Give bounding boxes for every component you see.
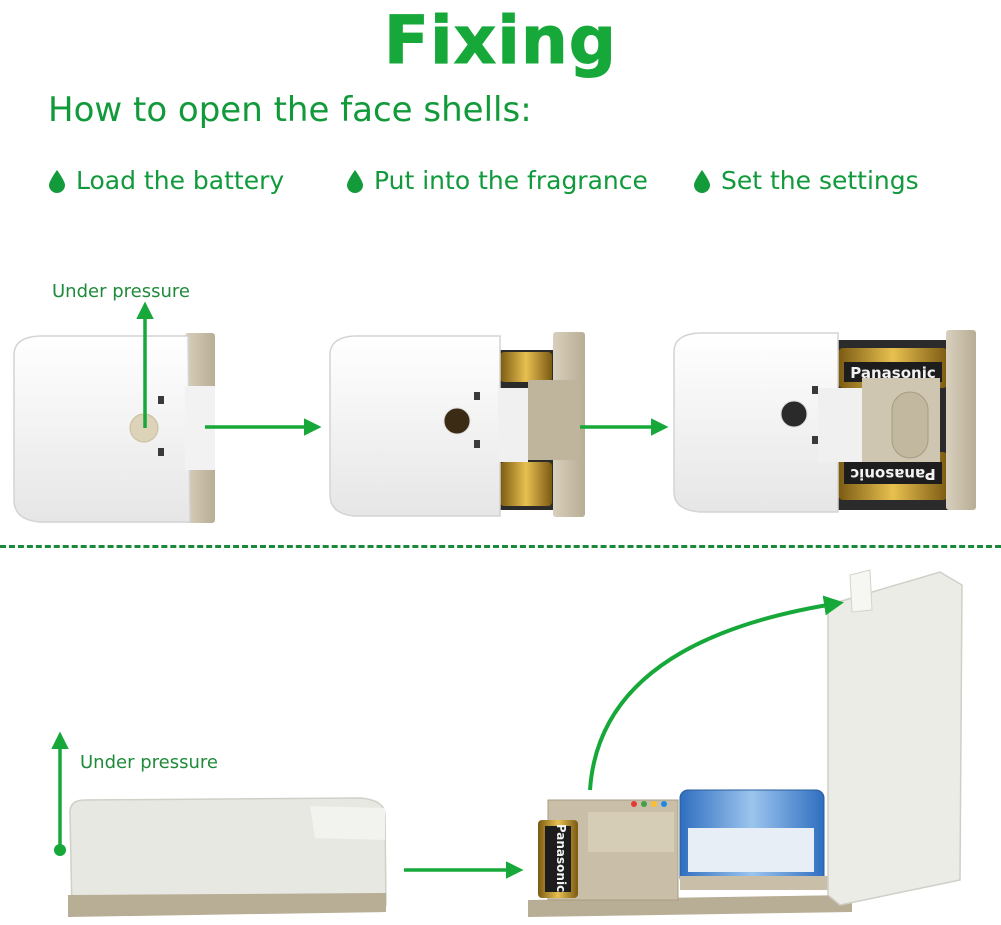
device-clip xyxy=(498,388,528,462)
device-slot xyxy=(158,448,164,456)
device-latch xyxy=(528,380,580,460)
device-hinge xyxy=(849,569,873,613)
battery-label-band xyxy=(545,826,571,892)
device-open: Panasonic Panasonic ALKALINE xyxy=(673,330,976,513)
step-label: Put into the fragrance xyxy=(374,166,648,195)
battery-label-band xyxy=(844,362,942,382)
section-divider xyxy=(0,545,1001,548)
battery-label-band xyxy=(844,462,942,484)
step-put-fragrance: Put into the fragrance xyxy=(346,166,648,195)
device-hole xyxy=(780,400,808,428)
device-clip xyxy=(818,388,862,462)
subtitle: How to open the face shells: xyxy=(48,90,532,130)
device-open-with-can: Panasonic xyxy=(528,569,963,917)
led-indicator xyxy=(651,801,657,807)
device-can-holder xyxy=(680,876,840,890)
device-knob xyxy=(891,391,929,459)
device-side-cap xyxy=(946,330,976,510)
step-load-battery: Load the battery xyxy=(48,166,284,195)
battery-brand-label: Panasonic xyxy=(554,824,568,892)
page-title: Fixing xyxy=(383,2,618,80)
device-shell xyxy=(673,332,839,513)
step-set-settings: Set the settings xyxy=(693,166,919,195)
battery-brand-label: Panasonic xyxy=(850,364,935,382)
device-control-panel xyxy=(588,812,674,852)
led-indicator xyxy=(641,801,647,807)
battery-top xyxy=(500,352,552,382)
pressure-point-icon xyxy=(54,844,66,856)
device-base xyxy=(68,893,386,917)
device-slot xyxy=(812,436,818,444)
device-lip xyxy=(310,806,385,840)
device-lid xyxy=(827,571,963,906)
step-label: Load the battery xyxy=(76,166,285,195)
under-pressure-label-bottom: Under pressure xyxy=(80,752,218,773)
under-pressure-label-top: Under pressure xyxy=(52,281,190,302)
drop-icon xyxy=(49,169,65,193)
device-shell xyxy=(329,335,501,517)
device-slot xyxy=(474,392,480,400)
device-slot xyxy=(474,440,480,448)
led-indicator xyxy=(661,801,667,807)
fragrance-can-label xyxy=(688,828,814,872)
device-closed xyxy=(13,333,215,523)
step-label: Set the settings xyxy=(721,166,919,195)
device-shell xyxy=(13,335,191,523)
device-sliding xyxy=(329,332,585,517)
device-side-view xyxy=(68,797,387,917)
device-clip xyxy=(185,386,215,470)
curved-arrow-icon xyxy=(588,595,844,791)
drop-icon xyxy=(694,169,710,193)
device-slot xyxy=(158,396,164,404)
led-indicator xyxy=(631,801,637,807)
battery-brand-label: Panasonic xyxy=(850,465,935,483)
drop-icon xyxy=(347,169,363,193)
device-slot xyxy=(812,386,818,394)
battery-bottom xyxy=(500,462,552,506)
device-hole xyxy=(443,407,471,435)
